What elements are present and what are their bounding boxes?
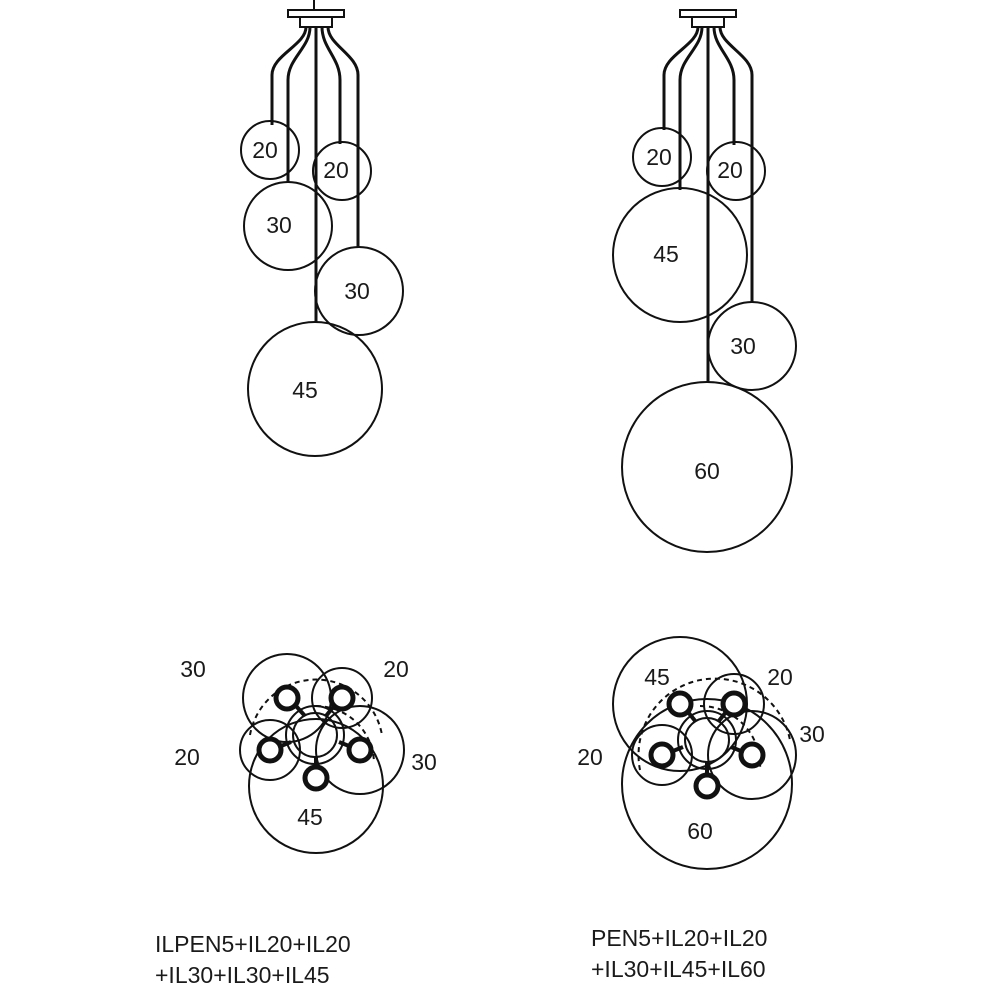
globe-60 <box>621 381 793 553</box>
globe-20 <box>240 120 300 180</box>
arm <box>672 745 684 753</box>
globe-label: 30 <box>344 278 370 304</box>
top-label: 20 <box>767 664 793 690</box>
cord <box>326 26 360 248</box>
globe-20 <box>312 141 372 201</box>
globe-label: 20 <box>717 157 743 183</box>
globe-label: 45 <box>292 377 318 403</box>
globe-20-top <box>703 673 765 735</box>
socket <box>666 690 694 718</box>
globe-30 <box>707 301 797 391</box>
socket <box>302 764 330 792</box>
globe-45 <box>612 187 748 323</box>
hidden-edge <box>637 677 791 771</box>
right-top-view: 45 20 20 30 60 <box>577 636 825 870</box>
hidden-edge <box>315 705 375 764</box>
top-label: 30 <box>799 721 825 747</box>
caption-left-line1: ILPEN5+IL20+IL20 <box>155 931 351 957</box>
globe-20 <box>632 127 692 187</box>
right-elevation: 20 20 45 30 60 <box>612 9 797 553</box>
globe-20-top <box>311 667 373 729</box>
socket <box>648 741 676 769</box>
hub <box>677 710 737 770</box>
ceiling-canopy <box>287 9 345 18</box>
arm <box>280 740 292 748</box>
caption-right-line1: PEN5+IL20+IL20 <box>591 925 767 951</box>
globe-label: 45 <box>653 241 679 267</box>
globe-30-top <box>315 705 405 795</box>
globe-45 <box>247 321 383 457</box>
socket <box>720 690 748 718</box>
socket <box>738 741 766 769</box>
globe-60-top <box>621 698 793 870</box>
top-label: 30 <box>411 749 437 775</box>
arm <box>294 704 307 718</box>
socket <box>328 684 356 712</box>
socket <box>693 772 721 800</box>
cord <box>662 26 700 130</box>
arm <box>324 704 336 718</box>
canopy-stem <box>299 16 333 28</box>
top-label: 20 <box>577 744 603 770</box>
socket <box>256 736 284 764</box>
cord <box>718 26 754 302</box>
arm <box>686 710 698 724</box>
globe-label: 20 <box>646 144 672 170</box>
canopy-stem <box>691 16 725 28</box>
caption-right-line2: +IL30+IL45+IL60 <box>591 956 766 982</box>
top-label: 20 <box>383 656 409 682</box>
left-elevation: 20 20 30 30 45 <box>240 0 404 457</box>
hub-inner <box>684 717 730 763</box>
top-label: 30 <box>180 656 206 682</box>
top-label: 60 <box>687 818 713 844</box>
cord <box>320 26 342 144</box>
arm <box>338 740 350 748</box>
caption-left-line2: +IL30+IL30+IL45 <box>155 962 330 988</box>
cord <box>678 26 704 190</box>
globe-45-top <box>248 718 384 854</box>
globe-label: 20 <box>252 137 278 163</box>
globe-label: 30 <box>266 212 292 238</box>
globe-20 <box>706 141 766 201</box>
ceiling-canopy <box>679 9 737 18</box>
globe-label: 60 <box>694 458 720 484</box>
cord <box>286 26 312 183</box>
top-label: 20 <box>174 744 200 770</box>
globe-30 <box>243 181 333 271</box>
top-label: 45 <box>644 664 670 690</box>
top-label: 45 <box>297 804 323 830</box>
socket <box>346 736 374 764</box>
arm <box>730 745 742 753</box>
cord <box>712 26 736 145</box>
cord <box>270 26 308 125</box>
arm <box>716 710 728 724</box>
hidden-edge <box>249 678 383 736</box>
globe-label: 30 <box>730 333 756 359</box>
globe-30 <box>314 246 404 336</box>
hub <box>285 705 345 765</box>
socket <box>273 684 301 712</box>
left-top-view: 30 20 20 30 45 <box>174 653 437 854</box>
globe-label: 20 <box>323 157 349 183</box>
